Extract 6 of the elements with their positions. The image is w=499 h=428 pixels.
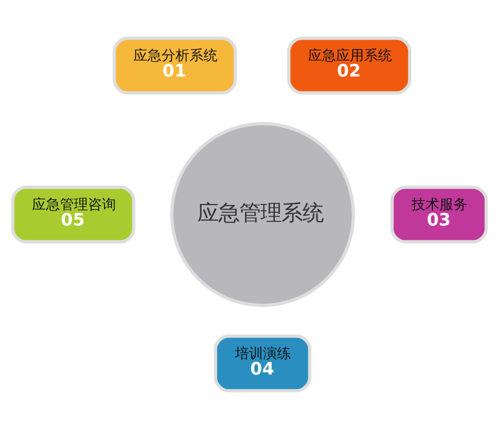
node-box: 培训演练 04	[214, 334, 312, 392]
node-box: 应急分析系统 01	[112, 36, 237, 94]
node-box: 应急应用系统 02	[287, 36, 412, 94]
node-box: 应急管理咨询 05	[11, 185, 136, 243]
node-box: 技术服务 03	[390, 185, 488, 243]
node-circle: 应急管理系统	[170, 122, 356, 306]
